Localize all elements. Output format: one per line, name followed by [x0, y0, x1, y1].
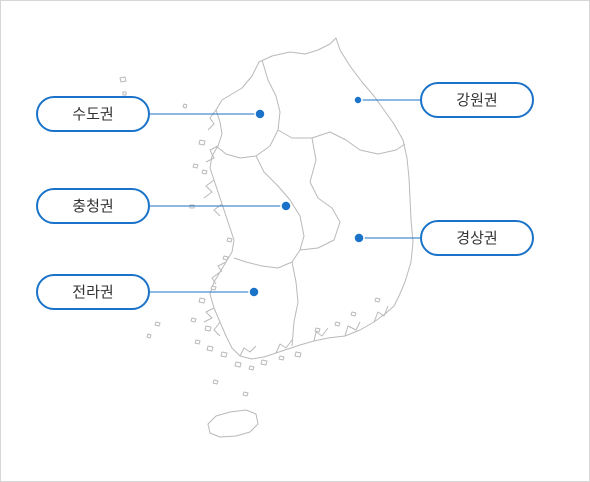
islands: [119, 76, 381, 397]
jeolla-marker-icon[interactable]: [248, 286, 260, 298]
sudo-marker-icon[interactable]: [254, 108, 266, 120]
gangwon-marker-icon[interactable]: [353, 95, 363, 105]
gangwon-region-boundary: [277, 129, 406, 155]
region-label-sudo[interactable]: 수도권: [36, 96, 150, 132]
region-label-gangwon[interactable]: 강원권: [420, 82, 534, 118]
west-coast-detail: [203, 109, 227, 337]
region-label-chungcheong[interactable]: 충청권: [36, 188, 150, 224]
region-label-gyeongsang[interactable]: 경상권: [420, 220, 534, 256]
south-coast-detail: [239, 305, 389, 357]
chungcheong-region-boundary: [233, 155, 305, 269]
sudo-region-boundary: [215, 59, 281, 159]
gyeongsang-marker-icon[interactable]: [353, 232, 365, 244]
korea-mainland-outline: [209, 37, 414, 360]
gyeongsang-region-boundary: [299, 137, 341, 251]
jeolla-region-boundary: [291, 261, 299, 347]
region-label-jeolla[interactable]: 전라권: [36, 274, 150, 310]
chungcheong-marker-icon[interactable]: [280, 200, 292, 212]
jeju-island-outline: [207, 409, 259, 438]
